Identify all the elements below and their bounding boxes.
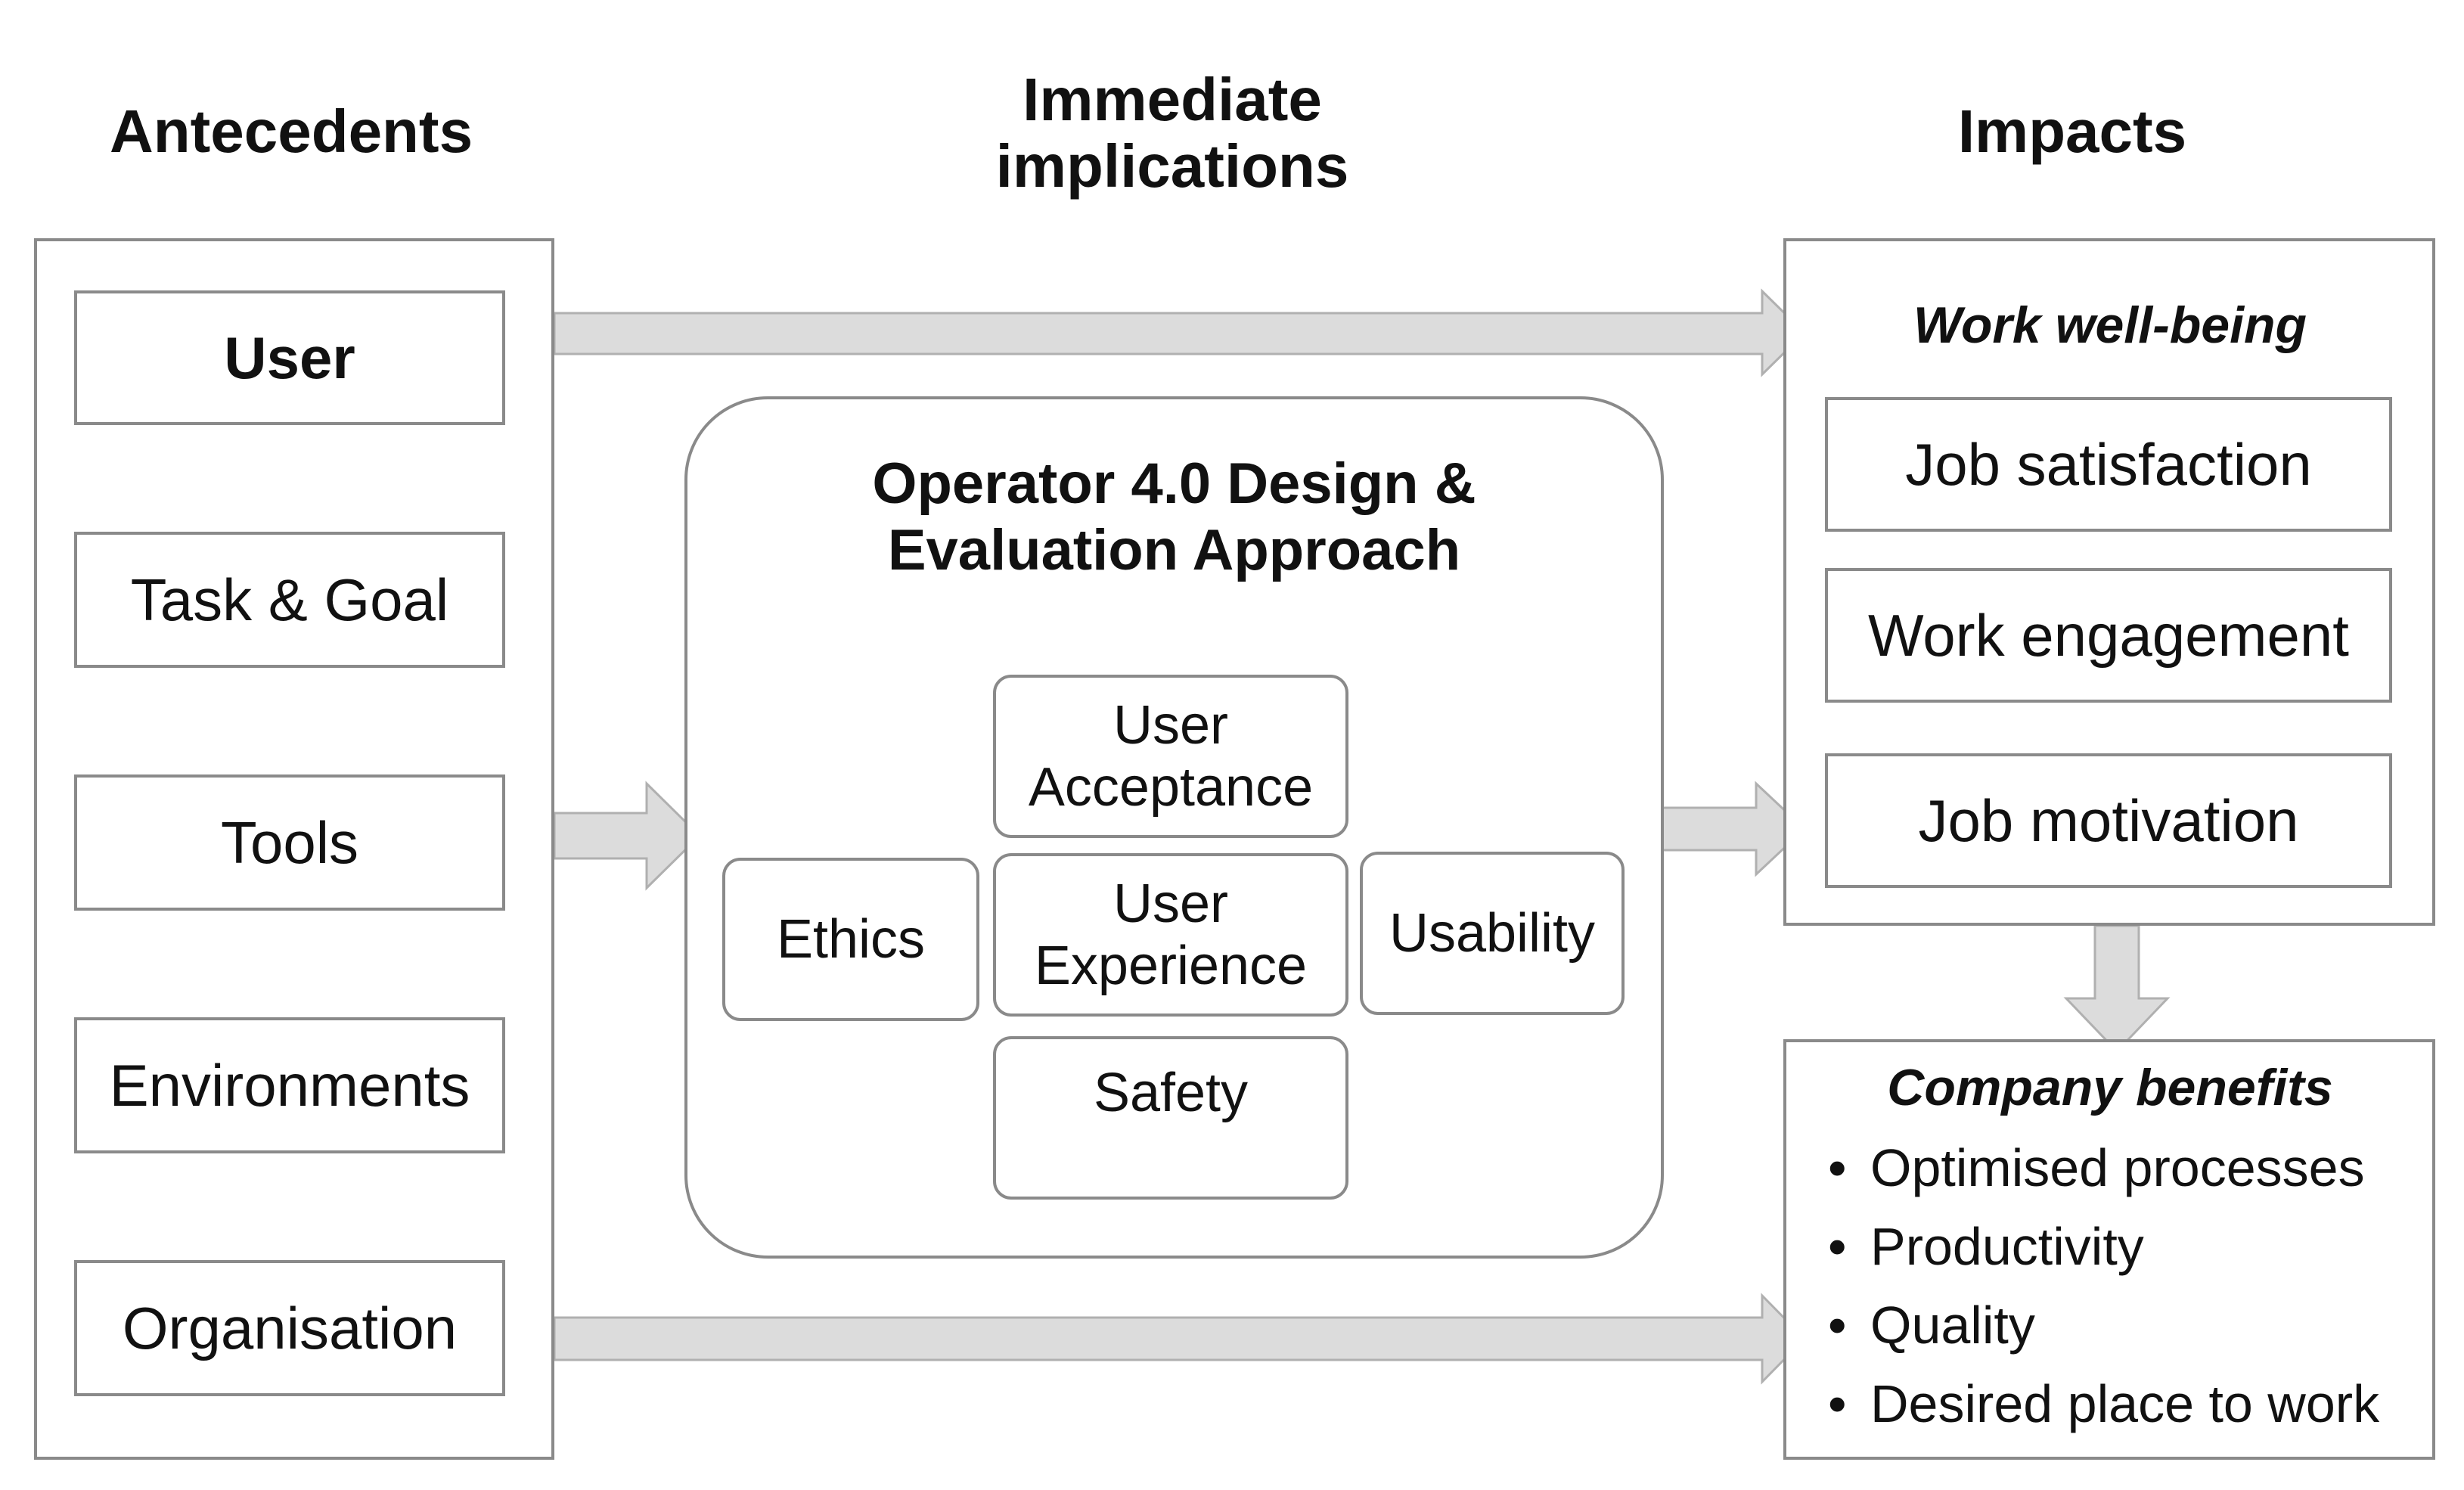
job-motivation-box: Job motivation bbox=[1825, 753, 2392, 888]
user-box: User bbox=[74, 290, 505, 425]
bullet-icon: • bbox=[1828, 1217, 1847, 1276]
benefit-label: Productivity bbox=[1870, 1217, 2144, 1276]
user-experience-box: User Experience bbox=[993, 853, 1348, 1017]
benefit-item: • Quality bbox=[1819, 1286, 2431, 1364]
safety-box: Safety bbox=[993, 1036, 1348, 1200]
impacts-heading: Impacts bbox=[1957, 98, 2187, 165]
work-engagement-box: Work engagement bbox=[1825, 568, 2392, 703]
task-goal-box: Task & Goal bbox=[74, 532, 505, 668]
implications-heading-line2: implications bbox=[995, 132, 1349, 200]
approach-title-line1: Operator 4.0 Design & bbox=[872, 452, 1476, 516]
job-satisfaction-box: Job satisfaction bbox=[1825, 397, 2392, 532]
environments-box: Environments bbox=[74, 1017, 505, 1153]
bullet-icon: • bbox=[1828, 1374, 1847, 1433]
bullet-icon: • bbox=[1828, 1138, 1847, 1197]
approach-title-line2: Evaluation Approach bbox=[887, 518, 1461, 582]
benefit-label: Desired place to work bbox=[1870, 1374, 2380, 1433]
implications-heading-line1: Immediate bbox=[1023, 66, 1322, 133]
usability-box: Usability bbox=[1360, 852, 1625, 1015]
arrow-organisation-to-benefits bbox=[553, 1293, 1807, 1385]
benefit-label: Quality bbox=[1870, 1296, 2035, 1355]
bullet-icon: • bbox=[1828, 1296, 1847, 1355]
company-benefits-list: • Optimised processes • Productivity • Qual… bbox=[1819, 1128, 2431, 1443]
arrow-user-to-wellbeing bbox=[553, 288, 1807, 377]
user-acceptance-box: User Acceptance bbox=[993, 675, 1348, 838]
benefit-item: • Productivity bbox=[1819, 1207, 2431, 1286]
benefit-label: Optimised processes bbox=[1870, 1138, 2365, 1197]
arrow-antecedents-to-approach bbox=[553, 781, 702, 891]
arrow-wellbeing-to-benefits bbox=[2063, 924, 2171, 1054]
arrow-approach-to-impacts bbox=[1661, 781, 1807, 877]
tools-box: Tools bbox=[74, 774, 505, 911]
organisation-box: Organisation bbox=[74, 1260, 505, 1396]
ethics-box: Ethics bbox=[722, 858, 979, 1021]
approach-title: Operator 4.0 Design & Evaluation Approac… bbox=[703, 451, 1645, 584]
immediate-implications-heading: Immediate implications bbox=[908, 67, 1437, 200]
work-wellbeing-title: Work well-being bbox=[1913, 296, 2307, 354]
company-benefits-title: Company benefits bbox=[1887, 1059, 2333, 1116]
user-experience-line2: Experience bbox=[1034, 936, 1308, 996]
benefit-item: • Optimised processes bbox=[1819, 1128, 2431, 1207]
company-benefits-panel bbox=[1783, 1039, 2435, 1460]
benefit-item: • Desired place to work bbox=[1819, 1364, 2431, 1443]
antecedents-heading: Antecedents bbox=[109, 98, 473, 165]
user-acceptance-line2: Acceptance bbox=[1028, 757, 1314, 818]
user-acceptance-line1: User bbox=[1113, 695, 1228, 756]
user-experience-line1: User bbox=[1113, 874, 1228, 934]
